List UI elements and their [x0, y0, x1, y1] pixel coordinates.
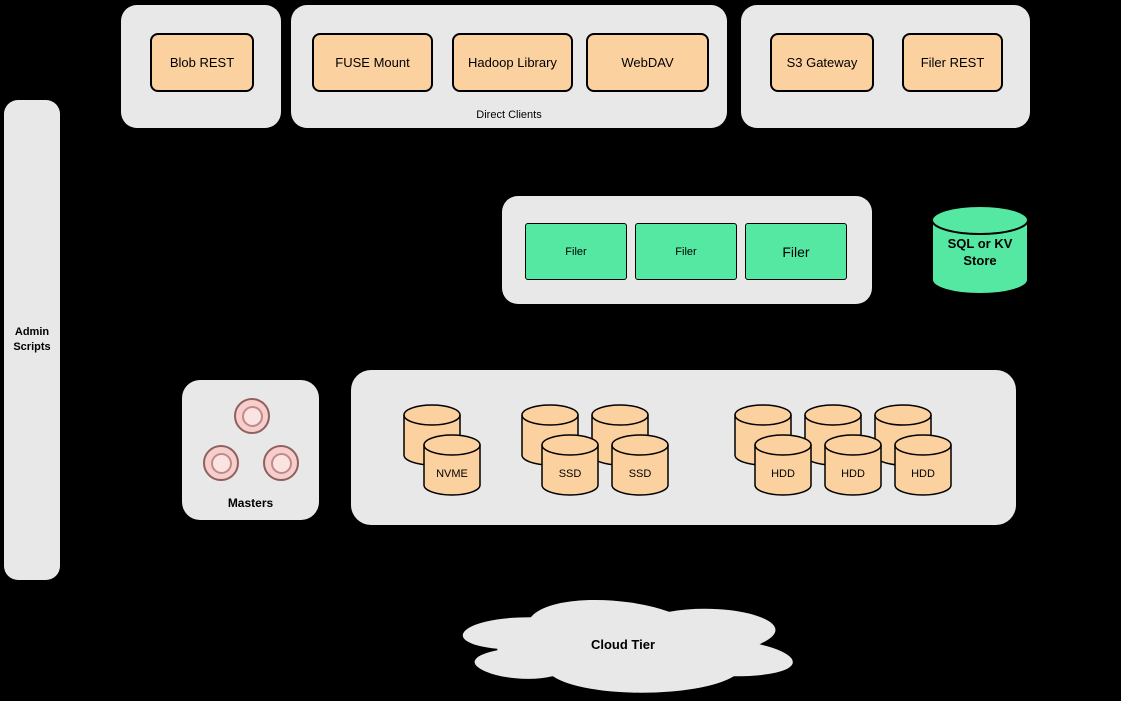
ssd-cylinder-front-1: SSD — [541, 434, 599, 496]
drive-cylinder-icon — [611, 434, 669, 496]
filer-rest-label: Filer REST — [920, 55, 985, 70]
filer-label-3: Filer — [782, 243, 810, 260]
hdd-cylinder-front-1: HDD — [754, 434, 812, 496]
nvme-label: NVME — [436, 468, 468, 480]
filer-node-3: Filer — [745, 223, 847, 280]
sql-kv-store-cylinder: SQL or KV Store — [931, 205, 1029, 295]
ssd-cylinder-front-2: SSD — [611, 434, 669, 496]
gateway-panel: S3 Gateway Filer REST — [741, 5, 1030, 128]
webdav-label: WebDAV — [621, 55, 674, 70]
hadoop-library-node: Hadoop Library — [452, 33, 573, 92]
hdd-label-1: HDD — [771, 468, 795, 480]
filer-node-2: Filer — [635, 223, 737, 280]
master-node-circle-1 — [234, 398, 270, 434]
blob-rest-panel: Blob REST — [121, 5, 281, 128]
filer-node-1: Filer — [525, 223, 627, 280]
hdd-cylinder-front-3: HDD — [894, 434, 952, 496]
filer-label-1: Filer — [565, 245, 587, 258]
cloud-tier-label: Cloud Tier — [590, 636, 656, 652]
master-node-inner-ring — [270, 452, 292, 474]
master-node-inner-ring — [210, 452, 232, 474]
blob-rest-label: Blob REST — [169, 55, 235, 70]
master-node-circle-2 — [203, 445, 239, 481]
masters-panel: Masters — [182, 380, 319, 520]
s3-gateway-node: S3 Gateway — [770, 33, 874, 92]
filer-rest-node: Filer REST — [902, 33, 1003, 92]
fuse-mount-node: FUSE Mount — [312, 33, 433, 92]
drive-cylinder-icon — [423, 434, 481, 496]
sql-kv-store-label: SQL or KV Store — [947, 236, 1013, 268]
drive-cylinder-icon — [754, 434, 812, 496]
direct-clients-caption: Direct Clients — [476, 109, 542, 121]
fuse-mount-label: FUSE Mount — [335, 55, 410, 70]
webdav-node: WebDAV — [586, 33, 709, 92]
admin-scripts-node: Admin Scripts — [4, 100, 60, 580]
s3-gateway-label: S3 Gateway — [786, 55, 858, 70]
volume-servers-panel: NVME SSD SSD — [351, 370, 1016, 525]
drive-cylinder-icon — [541, 434, 599, 496]
cloud-icon — [461, 598, 795, 695]
database-cylinder-icon — [931, 205, 1029, 295]
filer-cluster-panel: Filer Filer Filer — [502, 196, 872, 304]
blob-rest-node: Blob REST — [150, 33, 254, 92]
master-node-circle-3 — [263, 445, 299, 481]
direct-clients-panel: FUSE Mount Hadoop Library WebDAV Direct … — [291, 5, 727, 128]
master-node-inner-ring — [241, 405, 263, 427]
admin-scripts-label: Admin Scripts — [13, 326, 51, 353]
hadoop-library-label: Hadoop Library — [468, 55, 557, 70]
ssd-label-1: SSD — [558, 468, 582, 480]
cloud-tier-shape: Cloud Tier — [437, 588, 809, 700]
masters-label: Masters — [227, 496, 274, 510]
drive-cylinder-icon — [894, 434, 952, 496]
filer-label-2: Filer — [675, 245, 697, 258]
nvme-cylinder-front: NVME — [423, 434, 481, 496]
drive-cylinder-icon — [824, 434, 882, 496]
hdd-label-2: HDD — [841, 468, 865, 480]
hdd-label-3: HDD — [911, 468, 935, 480]
hdd-cylinder-front-2: HDD — [824, 434, 882, 496]
ssd-label-2: SSD — [628, 468, 652, 480]
